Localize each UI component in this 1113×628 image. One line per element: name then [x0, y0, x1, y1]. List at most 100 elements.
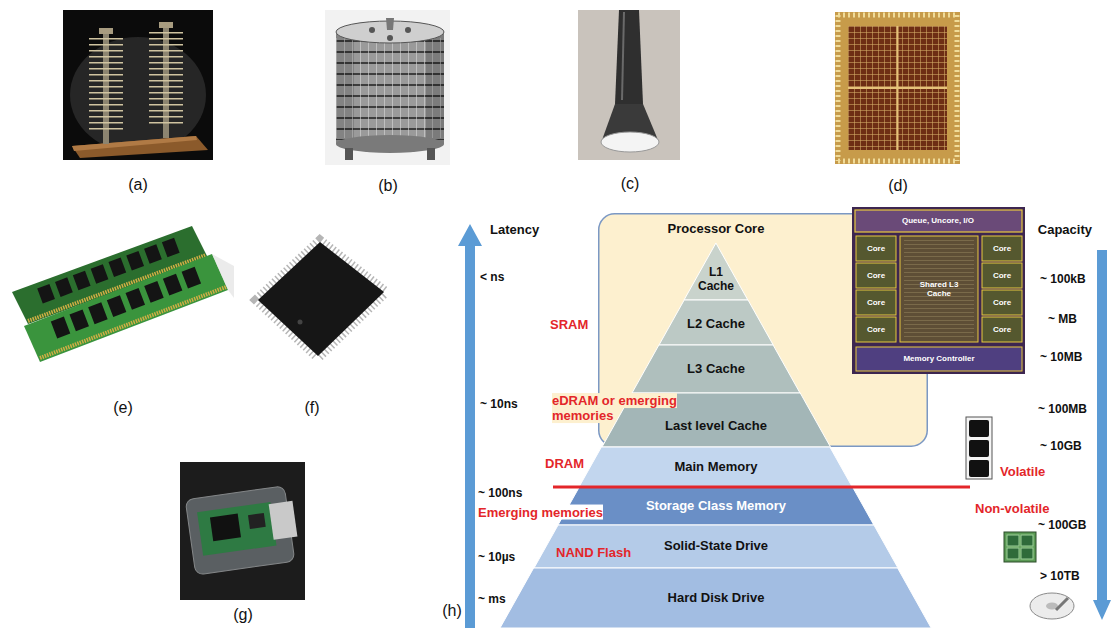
- drum-memory-photo: [386, 18, 394, 30]
- technology-label: NAND Flash: [556, 545, 631, 560]
- core-memory-photo: [838, 13, 957, 18]
- drum-memory-photo: [336, 32, 444, 144]
- cache-tier: L2 Cache: [659, 300, 773, 345]
- usb-drive-photo: [248, 513, 266, 529]
- tier-label: Last level Cache: [665, 419, 767, 434]
- tier-shape: [558, 487, 874, 525]
- volatility-label: Volatile: [1000, 464, 1045, 479]
- technology-label: DRAM: [545, 456, 584, 471]
- die-label-holder: Shared L3 Cache: [916, 280, 962, 298]
- chip-package-photo: [258, 242, 384, 356]
- drum-memory-photo: [426, 32, 444, 144]
- latency-value-holder: ~ 10ns: [480, 398, 518, 412]
- dram-icon: [969, 460, 989, 477]
- axis-title-holder: Capacity: [1038, 223, 1092, 238]
- die-label-holder: Core: [867, 244, 885, 253]
- die-photo: [852, 207, 1025, 374]
- die-photo: [982, 317, 1022, 342]
- capacity-value-holder: ~ 100MB: [1038, 403, 1087, 417]
- williams-tube-photo: [578, 10, 680, 160]
- relay-memory-photo: [99, 28, 113, 34]
- tier-label: L3 Cache: [687, 362, 745, 377]
- dram-module-photo: [24, 254, 228, 362]
- technology-label: eDRAM or emerging memories: [552, 393, 677, 423]
- core-memory-photo: [835, 12, 960, 164]
- chip-package-photo: [298, 320, 303, 325]
- latency-value-holder: < ns: [480, 271, 504, 285]
- latency-value: ~ 10µs: [478, 550, 515, 564]
- dram-module-photo: [54, 275, 198, 330]
- relay-memory-photo: [89, 38, 123, 132]
- dram-icon: [966, 417, 992, 479]
- die-label-holder: Memory Controller: [903, 354, 974, 363]
- dram-icon: [969, 420, 989, 437]
- die-label-holder: Core: [993, 271, 1011, 280]
- chip-package-photo: [258, 242, 384, 356]
- tier-shape: [684, 243, 748, 300]
- axis-title: Capacity: [1038, 222, 1092, 237]
- die-photo: [904, 240, 974, 338]
- die-label: Memory Controller: [903, 354, 974, 363]
- die-label: Core: [993, 298, 1011, 307]
- die-photo: [852, 207, 1025, 374]
- flash-icon: [1021, 535, 1033, 546]
- die-photo: [982, 236, 1022, 261]
- die-label: Core: [867, 271, 885, 280]
- flash-icon: [1004, 532, 1036, 562]
- latency-value: ~ 10ns: [480, 397, 518, 411]
- usb-drive-photo: [185, 485, 301, 575]
- capacity-value: ~ 10GB: [1040, 439, 1082, 453]
- panel-label-holder: (f): [304, 399, 319, 417]
- chip-package-photo: [258, 242, 384, 356]
- usb-drive-photo: [269, 501, 298, 540]
- capacity-value: > 10TB: [1040, 569, 1080, 583]
- panel-label-holder: (d): [888, 177, 908, 195]
- die-label: Core: [867, 244, 885, 253]
- die-photo: [900, 236, 978, 342]
- flash-icon: [1021, 548, 1033, 559]
- core-memory-photo: [848, 26, 947, 150]
- latency-value-holder: ~ 100ns: [478, 487, 522, 501]
- relay-memory-photo: [72, 136, 197, 151]
- panel-label-holder: (a): [128, 176, 148, 194]
- panel-label-holder: (c): [621, 175, 640, 193]
- panel-label: (f): [304, 399, 319, 416]
- capacity-value-holder: ~ 100GB: [1038, 519, 1086, 533]
- disk-icon: [1056, 598, 1068, 610]
- tier-label: Storage Class Memory: [646, 499, 786, 514]
- latency-value: ~ ms: [478, 592, 506, 606]
- usb-drive-photo: [180, 462, 305, 600]
- storage-tier: Hard Disk Drive: [500, 568, 931, 628]
- volatility-label-holder: Non-volatile: [975, 502, 1049, 517]
- technology-label: Emerging memories: [478, 505, 603, 520]
- panel-label: (c): [621, 175, 640, 192]
- drum-memory-photo: [387, 35, 393, 41]
- technology-label-holder: NAND Flash: [556, 546, 631, 561]
- die-photo: [856, 290, 896, 315]
- panel-label: (d): [888, 177, 908, 194]
- region-title: Processor Core: [668, 222, 765, 237]
- die-photo: [855, 210, 1022, 232]
- capacity-value: ~ MB: [1048, 312, 1077, 326]
- flash-icon: [1004, 532, 1036, 562]
- relay-memory-photo: [63, 10, 213, 160]
- capacity-value: ~ 100MB: [1038, 402, 1087, 416]
- relay-memory-photo: [149, 32, 183, 126]
- drum-memory-photo: [325, 10, 450, 165]
- dram-module-photo: [12, 226, 234, 362]
- cache-tier: L3 Cache: [632, 345, 800, 393]
- drum-memory-photo: [325, 10, 450, 165]
- drum-memory-photo: [369, 27, 375, 33]
- tier-shape: [579, 447, 852, 487]
- core-memory-photo: [848, 87, 947, 89]
- die-label: Core: [993, 325, 1011, 334]
- dram-module-photo: [40, 287, 226, 358]
- tier-label: Hard Disk Drive: [668, 591, 765, 606]
- die-photo: [856, 347, 1022, 371]
- core-memory-photo: [835, 12, 960, 164]
- cache-tier: L1 Cache: [684, 243, 748, 300]
- core-memory-photo: [848, 26, 947, 150]
- volatility-line: [553, 486, 970, 489]
- capacity-value: ~ 100GB: [1038, 518, 1086, 532]
